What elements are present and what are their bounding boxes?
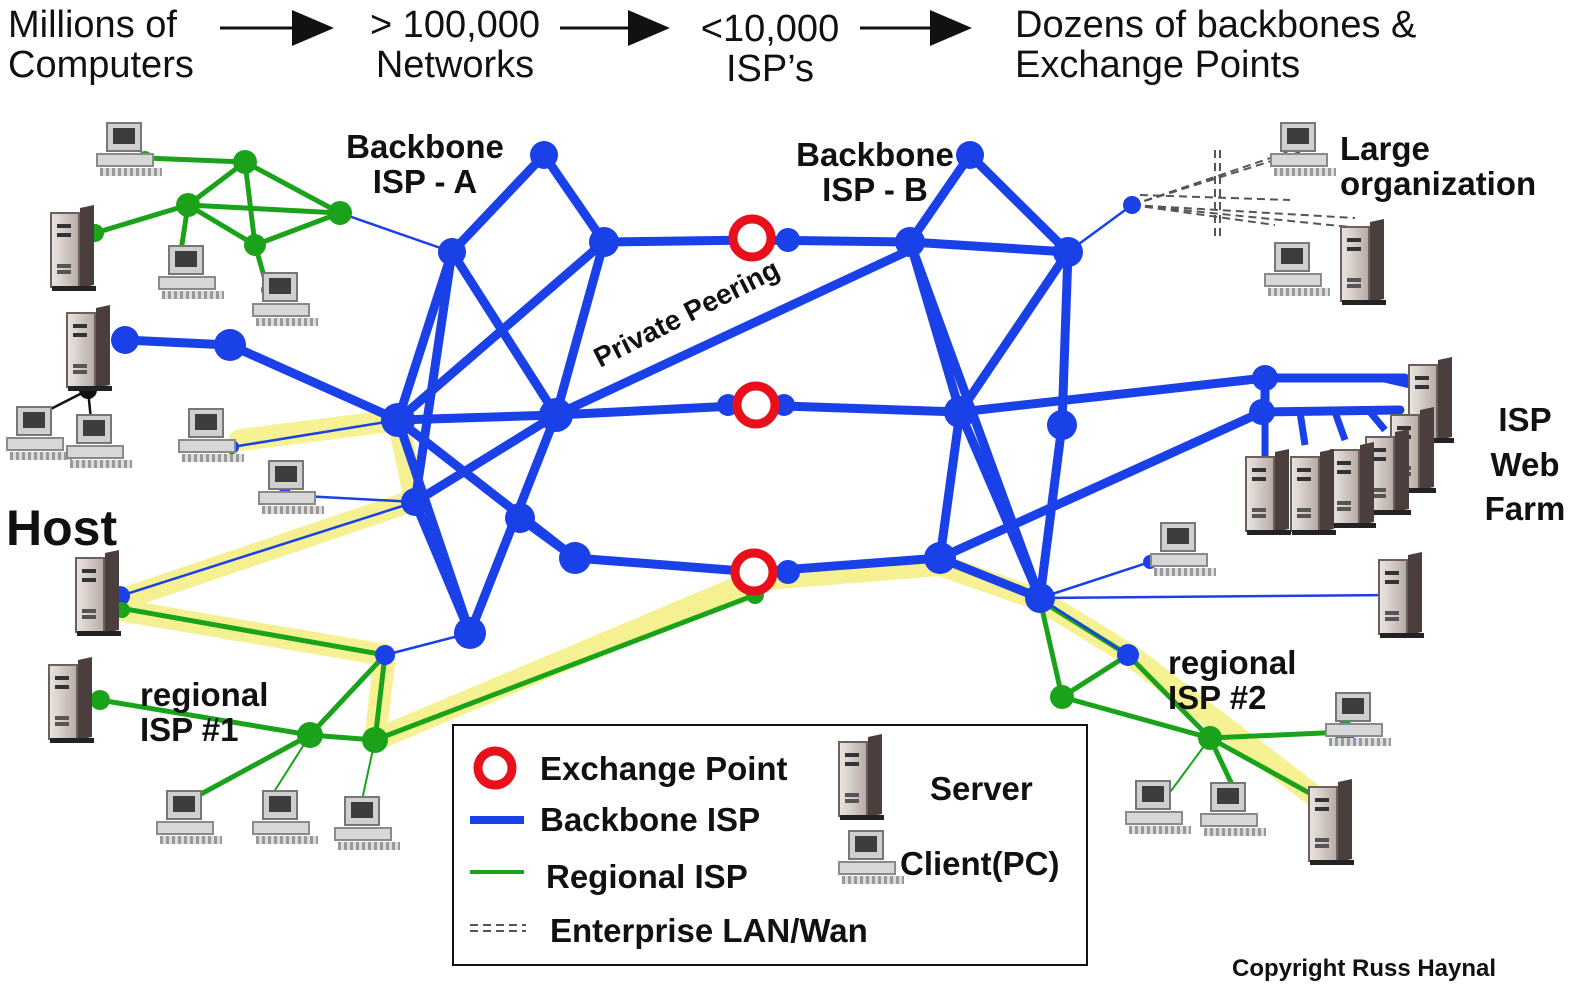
legend-enterprise-label: Enterprise LAN/Wan xyxy=(550,912,868,949)
legend-server-icon xyxy=(838,734,884,820)
legend xyxy=(452,724,1088,966)
server-icon xyxy=(48,657,94,743)
legend-server-label: Server xyxy=(930,770,1033,807)
copyright-label: Copyright Russ Haynal xyxy=(1232,955,1497,982)
server-icon xyxy=(66,305,112,391)
legend-enterprise-line xyxy=(470,924,526,932)
server-icon xyxy=(50,205,96,291)
legend-client-label: Client(PC) xyxy=(900,845,1060,882)
legend-exchange-label: Exchange Point xyxy=(540,750,788,787)
exchange-point-icon xyxy=(732,381,780,429)
server-icon xyxy=(1378,552,1424,638)
exchange-point-icon xyxy=(728,214,776,262)
server-icon xyxy=(1330,442,1376,528)
legend-regional-label: Regional ISP xyxy=(546,858,748,895)
header-stage-backbones: Dozens of backbones &Exchange Points xyxy=(1015,4,1417,86)
legend-backbone-label: Backbone ISP xyxy=(540,801,761,838)
server-icon xyxy=(1290,449,1336,535)
server-icon xyxy=(1245,449,1291,535)
server-icon xyxy=(1340,219,1386,305)
backbone-isp-links xyxy=(120,150,1410,638)
legend-exchange-icon xyxy=(473,746,517,790)
server-icon xyxy=(75,550,121,636)
host-label: Host xyxy=(6,500,118,556)
exchange-point-icon xyxy=(730,548,778,596)
exchange-points xyxy=(728,214,780,596)
server-icon xyxy=(1308,779,1354,865)
